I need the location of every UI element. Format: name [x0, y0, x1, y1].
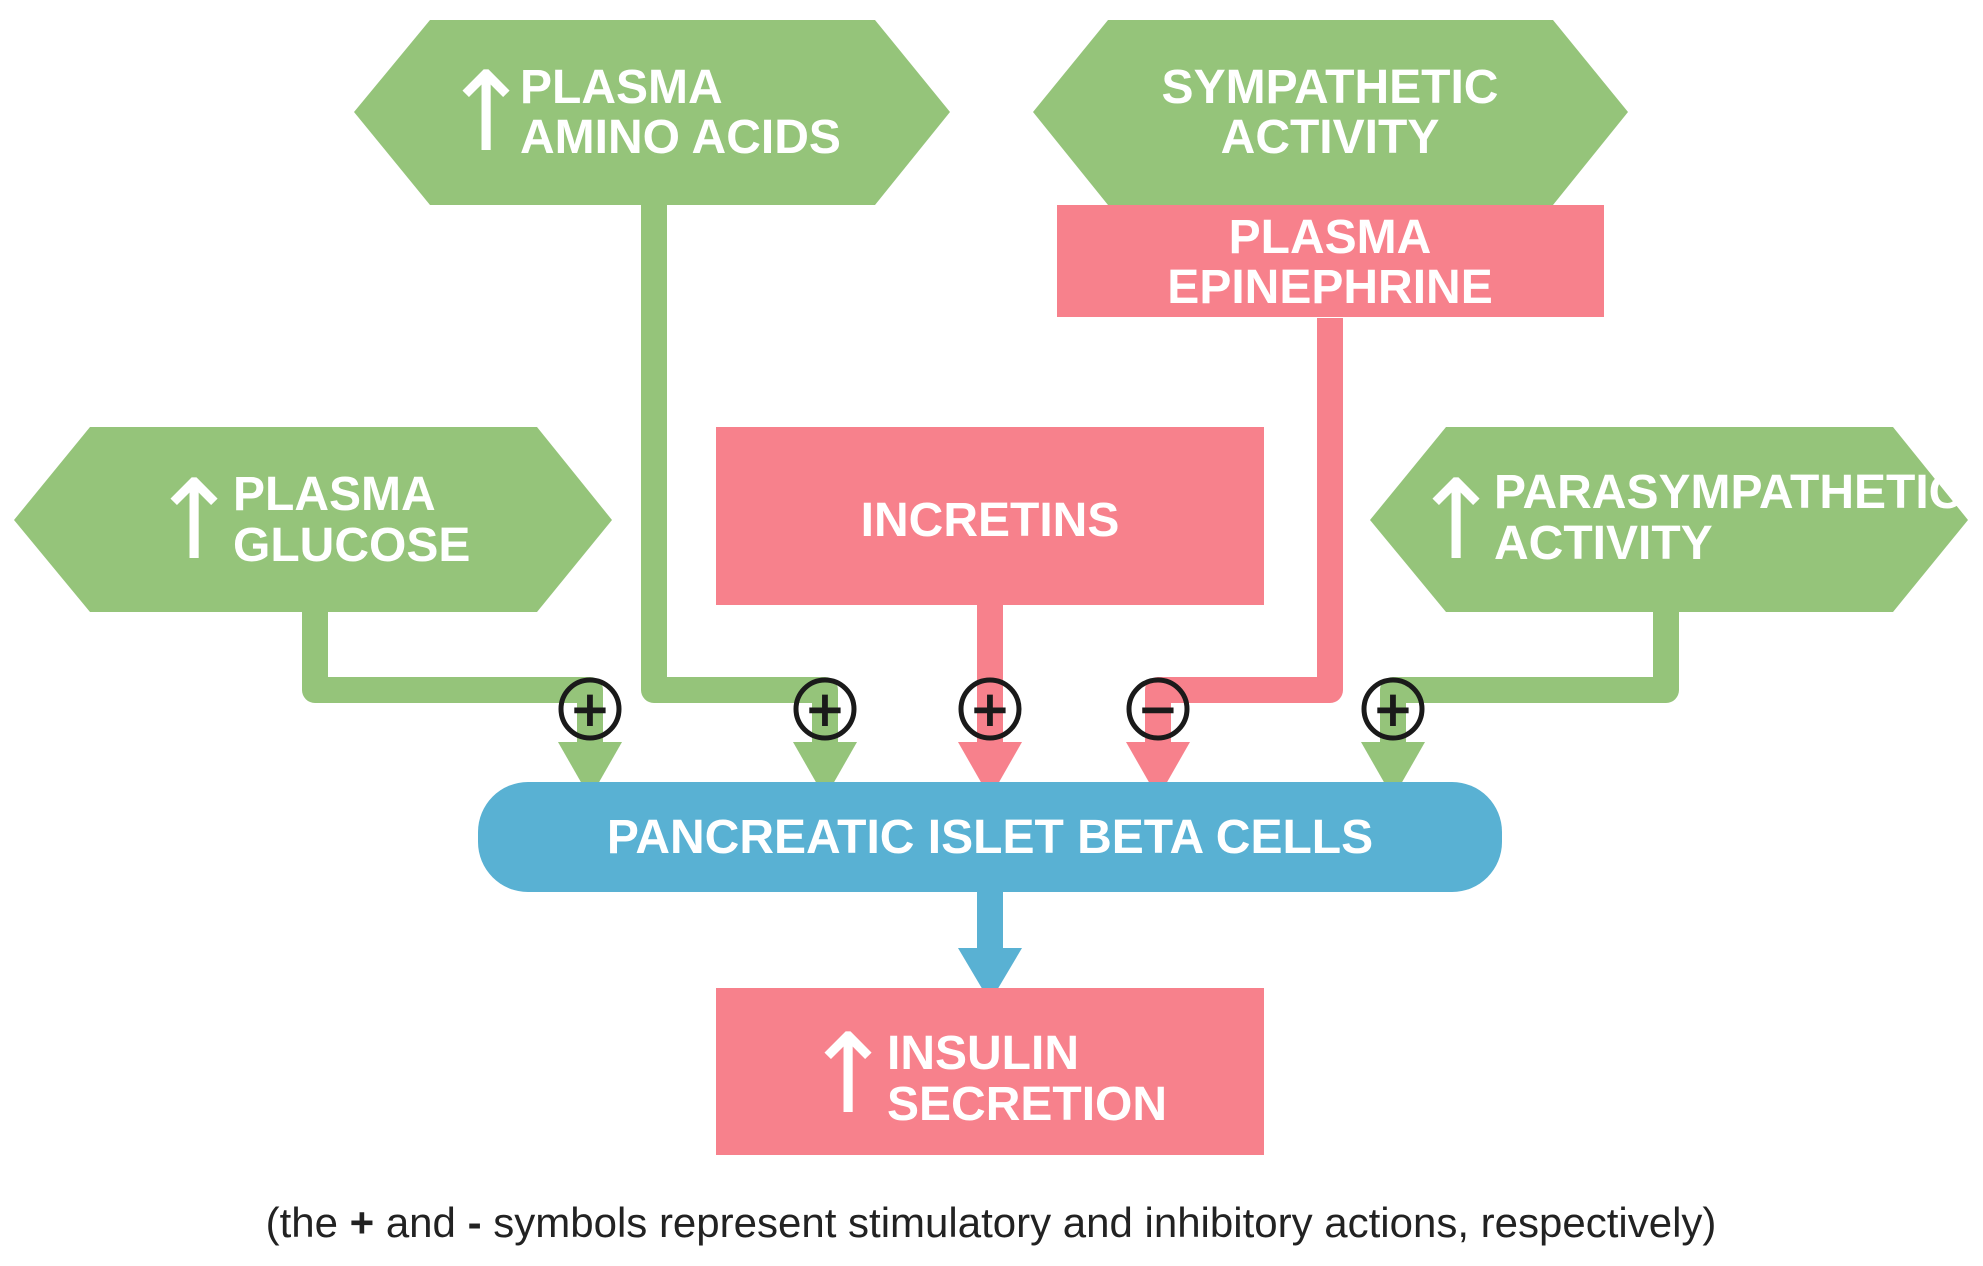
node-label-line2: ACTIVITY — [1221, 111, 1440, 164]
rect-shape — [716, 988, 1264, 1155]
node-label-line1: INSULIN — [887, 1027, 1079, 1080]
node-plasma-amino-acids: ↑ PLASMA AMINO ACIDS — [354, 20, 950, 205]
up-arrow-icon: ↑ — [802, 1010, 894, 1138]
hexagon-shape — [14, 427, 612, 612]
node-label-line1: PLASMA — [520, 61, 723, 114]
sign-symbol: − — [1137, 680, 1179, 738]
sign-incretins: + — [958, 677, 1022, 741]
caption-plus: + — [350, 1199, 375, 1246]
sign-circle — [558, 677, 622, 741]
up-arrow-icon: ↑ — [148, 456, 240, 584]
node-incretins: INCRETINS — [716, 427, 1264, 605]
node-label-line1: PARASYMPATHETIC — [1494, 466, 1963, 519]
sign-circle — [1361, 677, 1425, 741]
caption-part2: and — [374, 1199, 467, 1246]
node-parasympathetic-activity: ↑ PARASYMPATHETIC ACTIVITY — [1370, 427, 1968, 612]
up-arrow-icon: ↑ — [1410, 456, 1502, 584]
hexagon-shape — [1370, 427, 1968, 612]
sign-circle — [958, 677, 1022, 741]
caption-part3: symbols represent stimulatory and inhibi… — [482, 1199, 1717, 1246]
node-label-line1: PLASMA — [1229, 211, 1432, 264]
hexagon-shape — [354, 20, 950, 205]
rect-shape — [1057, 205, 1604, 317]
sign-parasympathetic: + — [1361, 677, 1425, 741]
rect-shape — [716, 427, 1264, 605]
arrowhead-parasympathetic — [1361, 742, 1425, 798]
sign-symbol: + — [804, 680, 846, 738]
connector-amino-acids — [641, 205, 838, 752]
arrowhead-incretins — [958, 742, 1022, 798]
connector-parasympathetic — [1380, 612, 1679, 752]
node-label: PANCREATIC ISLET BETA CELLS — [607, 811, 1373, 864]
connector-epinephrine — [1145, 318, 1343, 752]
sign-glucose: + — [558, 677, 622, 741]
node-label-line2: AMINO ACIDS — [520, 111, 841, 164]
node-label-line2: SECRETION — [887, 1078, 1167, 1131]
arrowheads — [558, 742, 1425, 1002]
arrowhead-glucose — [558, 742, 622, 798]
caption-part1: (the — [266, 1199, 350, 1246]
sign-circle — [1126, 677, 1190, 741]
node-beta-cells: PANCREATIC ISLET BETA CELLS — [478, 782, 1502, 892]
arrowhead-beta-to-insulin — [958, 948, 1022, 1002]
node-label-line2: ACTIVITY — [1494, 517, 1713, 570]
sign-symbol: + — [969, 680, 1011, 738]
hexagon-shape — [1033, 20, 1628, 205]
node-insulin-secretion: ↑ INSULIN SECRETION — [716, 988, 1264, 1155]
node-label-line2: EPINEPHRINE — [1167, 261, 1492, 314]
sign-markers: + + + − + — [558, 677, 1425, 741]
node-plasma-epinephrine: PLASMA EPINEPHRINE — [1057, 205, 1604, 317]
caption: (the + and - symbols represent stimulato… — [266, 1199, 1717, 1246]
node-label: INCRETINS — [861, 494, 1120, 547]
sign-amino-acids: + — [793, 677, 857, 741]
node-plasma-glucose: ↑ PLASMA GLUCOSE — [14, 427, 612, 612]
connectors — [302, 205, 1679, 955]
node-label-line1: SYMPATHETIC — [1162, 61, 1499, 114]
up-arrow-icon: ↑ — [440, 48, 532, 176]
caption-minus: - — [468, 1199, 482, 1246]
sign-symbol: + — [1372, 680, 1414, 738]
pill-shape — [478, 782, 1502, 892]
sign-symbol: + — [569, 680, 611, 738]
sign-epinephrine: − — [1126, 677, 1190, 741]
arrowhead-epinephrine — [1126, 742, 1190, 798]
node-label-line2: GLUCOSE — [233, 519, 470, 572]
arrowhead-amino-acids — [793, 742, 857, 798]
node-label-line1: PLASMA — [233, 468, 436, 521]
connector-glucose — [302, 612, 603, 752]
node-sympathetic-activity: SYMPATHETIC ACTIVITY — [1033, 20, 1628, 205]
sign-circle — [793, 677, 857, 741]
